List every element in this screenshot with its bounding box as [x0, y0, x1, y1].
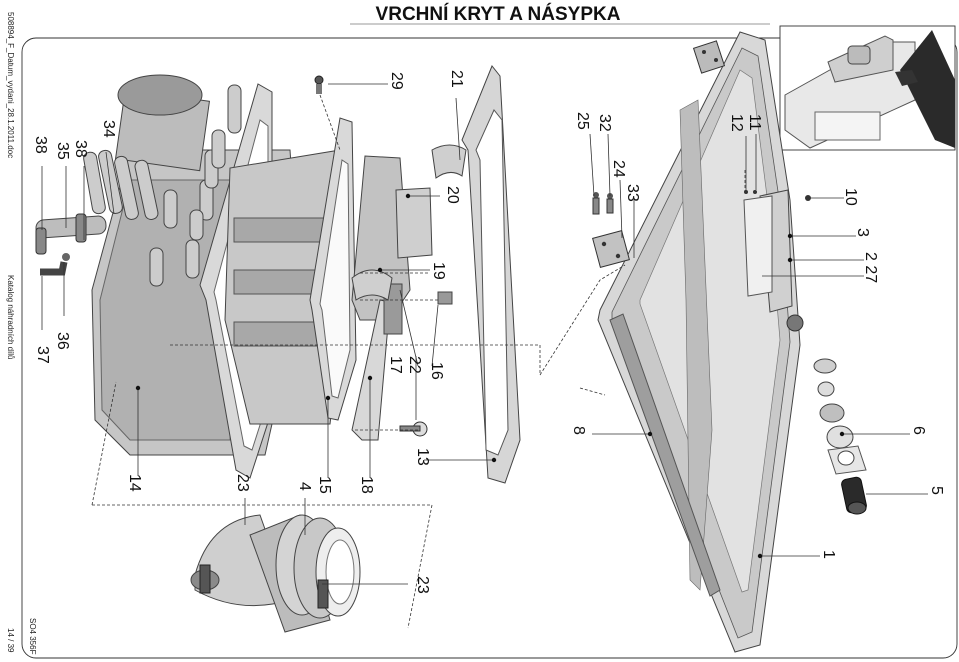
gasket-frame-13	[461, 65, 521, 484]
document-filename: 508894_F_Datum_vydani_28.1.2011.doc	[6, 12, 15, 158]
flap-parts	[351, 144, 467, 305]
callout-37: 37	[34, 346, 51, 364]
inset-detail-view	[779, 25, 956, 151]
alignment-dashed-lines	[91, 94, 746, 629]
callout-4: 4	[296, 482, 313, 491]
callout-38-left: 38	[32, 136, 49, 154]
leader-lines	[41, 83, 928, 585]
callout-15: 15	[316, 476, 333, 494]
callout-5: 5	[928, 486, 945, 495]
callout-23-lower: 23	[414, 576, 431, 594]
cover-lid-part	[597, 31, 801, 653]
page-title: VRCHNÍ KRYT A NÁSYPKA	[376, 3, 621, 25]
callout-2-27: 2 27	[862, 252, 879, 283]
callout-36: 36	[54, 332, 71, 350]
drawing-frame	[21, 37, 958, 659]
catalog-label: Katalog náhradních dílů	[6, 275, 15, 360]
callout-10: 10	[842, 188, 859, 206]
callout-11: 11	[746, 114, 763, 131]
callout-12: 12	[728, 114, 745, 132]
callout-1: 1	[820, 550, 837, 559]
hinge-top	[692, 40, 726, 74]
callout-29: 29	[388, 72, 405, 90]
outlet-hose-4	[199, 514, 361, 633]
callout-8: 8	[570, 426, 587, 435]
callout-13: 13	[414, 448, 431, 466]
callout-21: 21	[448, 70, 465, 88]
callout-22: 22	[406, 356, 423, 374]
callout-labels: 29 21 20 19 16 22 17 13 18 15 4 23 23 14…	[32, 70, 945, 594]
hopper-inlet-pipe	[114, 74, 211, 172]
callout-19: 19	[430, 262, 447, 280]
callout-16: 16	[428, 362, 445, 380]
callout-14: 14	[126, 474, 143, 492]
callout-20: 20	[444, 186, 461, 204]
callout-3: 3	[854, 228, 871, 237]
callout-18: 18	[358, 476, 375, 494]
lid-opening-plate	[743, 189, 793, 313]
screws	[314, 75, 811, 437]
callout-35: 35	[54, 142, 71, 160]
hopper-tubes	[83, 84, 242, 287]
lock-knob-parts	[786, 314, 867, 515]
callout-33: 33	[624, 184, 641, 202]
model-code: SO4 356F	[28, 618, 37, 655]
hose-fittings-left	[35, 213, 107, 276]
callout-23-upper: 23	[234, 474, 251, 492]
callout-38-right: 38	[72, 140, 89, 158]
hinge-24	[592, 230, 630, 268]
callout-32: 32	[596, 114, 613, 132]
callout-17: 17	[387, 356, 404, 374]
callout-34: 34	[100, 120, 117, 138]
inset-hinge-dark	[900, 30, 955, 148]
callout-25: 25	[574, 112, 591, 130]
callout-24: 24	[610, 160, 627, 178]
page-number: 14 / 39	[6, 628, 15, 653]
hopper-chamber	[224, 149, 346, 425]
callout-6: 6	[910, 426, 927, 435]
gasket-plate-15	[309, 117, 357, 421]
